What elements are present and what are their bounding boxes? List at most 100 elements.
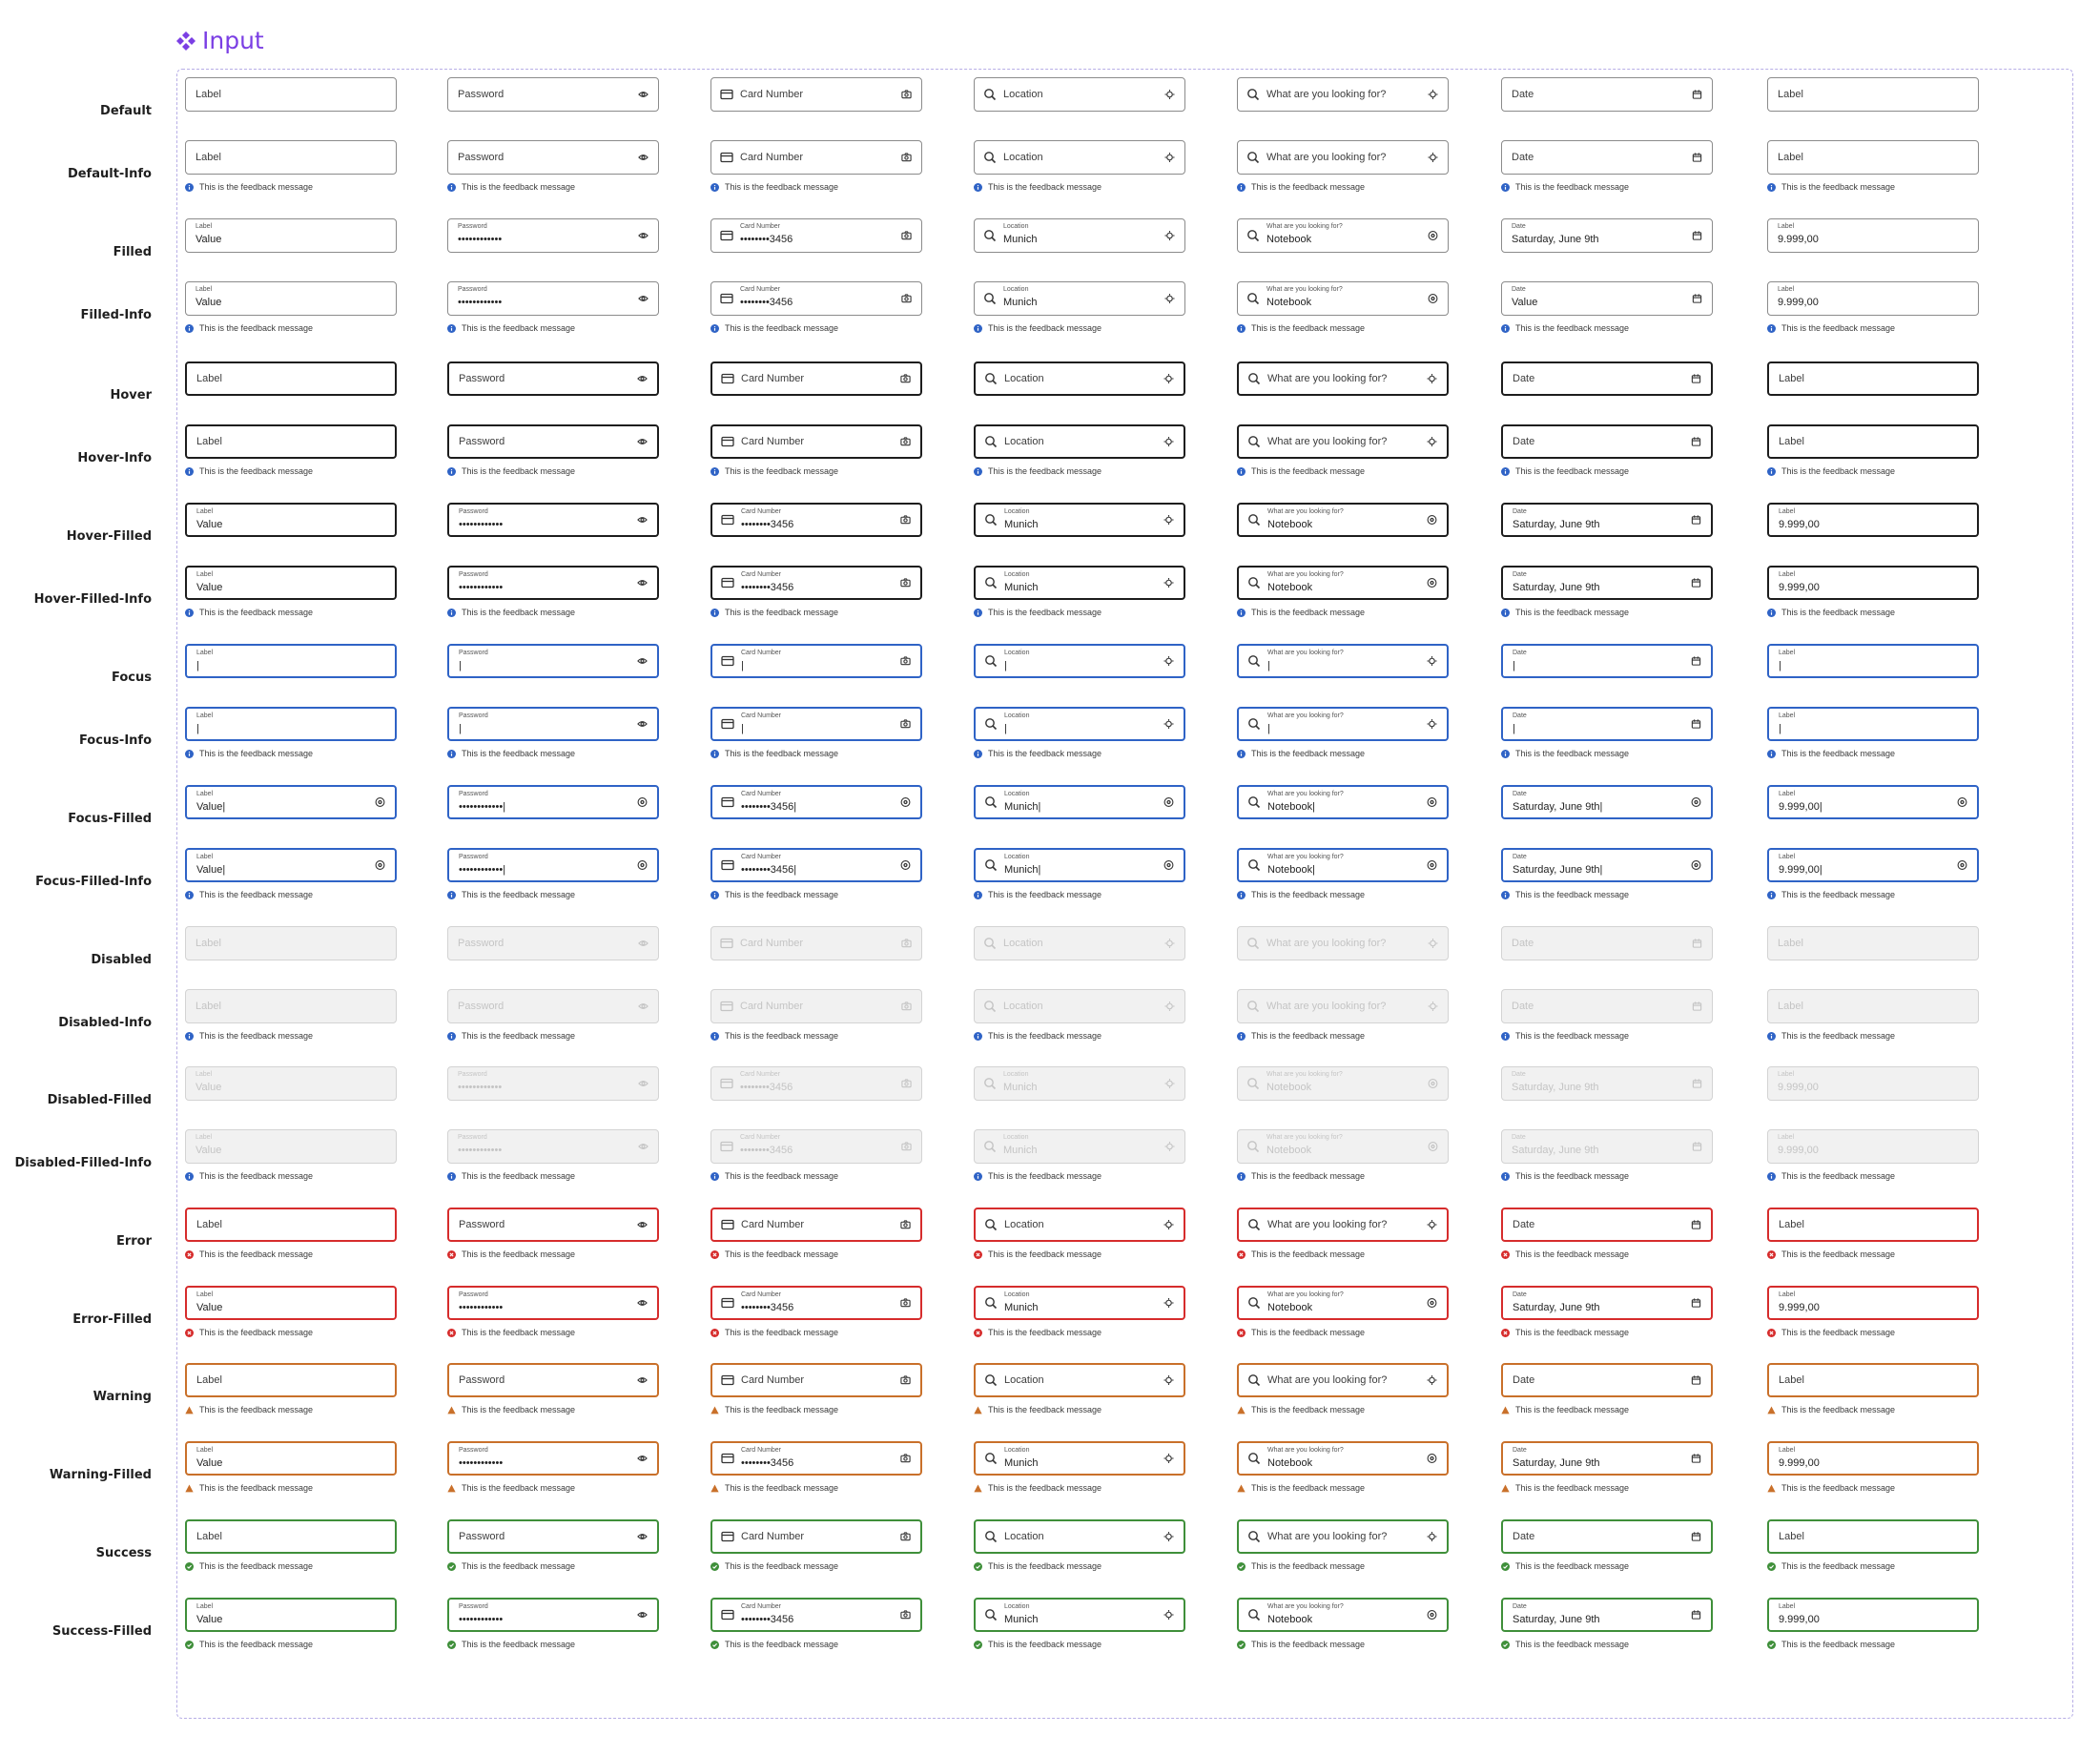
search-input-field[interactable]: What are you looking for? bbox=[1237, 361, 1449, 396]
location-input-field[interactable]: Location| bbox=[974, 707, 1185, 741]
password-input-field[interactable]: Password•••••••••••• bbox=[447, 218, 659, 253]
search-input-field[interactable]: What are you looking for?Notebook| bbox=[1237, 848, 1449, 882]
date-input-field[interactable]: Date bbox=[1501, 1519, 1713, 1554]
search-input-field[interactable]: What are you looking for?Notebook bbox=[1237, 1441, 1449, 1476]
calendar-icon[interactable] bbox=[1691, 374, 1701, 384]
clear-icon[interactable] bbox=[375, 860, 385, 871]
text-input-field[interactable]: Label bbox=[185, 140, 397, 175]
calendar-icon[interactable] bbox=[1691, 1220, 1701, 1230]
eye-icon[interactable] bbox=[637, 1454, 648, 1464]
locate-icon[interactable] bbox=[1427, 718, 1437, 730]
locate-icon[interactable] bbox=[1163, 1609, 1174, 1621]
location-input-field[interactable]: Location bbox=[974, 1208, 1185, 1242]
camera-icon[interactable] bbox=[901, 231, 912, 241]
card-input-field[interactable]: Card Number bbox=[710, 140, 922, 175]
locate-icon[interactable] bbox=[1163, 718, 1174, 730]
password-input-field[interactable]: Password bbox=[447, 77, 659, 112]
password-input-field[interactable]: Password| bbox=[447, 644, 659, 678]
locate-icon[interactable] bbox=[1427, 655, 1437, 667]
camera-icon[interactable] bbox=[900, 1220, 911, 1230]
password-input-field[interactable]: Password•••••••••••• bbox=[447, 1441, 659, 1476]
locate-icon[interactable] bbox=[1163, 1297, 1174, 1309]
clear-icon[interactable] bbox=[1427, 1298, 1437, 1309]
date-input-field[interactable]: Date bbox=[1501, 424, 1713, 459]
search-input-field[interactable]: What are you looking for? bbox=[1237, 1519, 1449, 1554]
text-input-field[interactable]: Label| bbox=[185, 644, 397, 678]
clear-icon[interactable] bbox=[1428, 294, 1438, 304]
calendar-icon[interactable] bbox=[1692, 231, 1702, 241]
camera-icon[interactable] bbox=[900, 1532, 911, 1542]
calendar-icon[interactable] bbox=[1692, 294, 1702, 304]
calendar-icon[interactable] bbox=[1691, 437, 1701, 447]
calendar-icon[interactable] bbox=[1691, 1454, 1701, 1464]
camera-icon[interactable] bbox=[900, 1298, 911, 1309]
number-input-field[interactable]: Label bbox=[1767, 361, 1979, 396]
camera-icon[interactable] bbox=[900, 1454, 911, 1464]
camera-icon[interactable] bbox=[901, 153, 912, 163]
locate-icon[interactable] bbox=[1163, 577, 1174, 588]
date-input-field[interactable]: Date bbox=[1501, 1208, 1713, 1242]
clear-icon[interactable] bbox=[637, 797, 648, 808]
password-input-field[interactable]: Password•••••••••••• bbox=[447, 566, 659, 600]
number-input-field[interactable]: Label| bbox=[1767, 707, 1979, 741]
card-input-field[interactable]: Card Number••••••••3456 bbox=[710, 1441, 922, 1476]
clear-icon[interactable] bbox=[900, 860, 911, 871]
text-input-field[interactable]: Label bbox=[185, 1363, 397, 1397]
location-input-field[interactable]: Location bbox=[974, 140, 1185, 175]
eye-icon[interactable] bbox=[638, 153, 649, 163]
text-input-field[interactable]: Label bbox=[185, 361, 397, 396]
locate-icon[interactable] bbox=[1164, 152, 1175, 163]
eye-icon[interactable] bbox=[638, 231, 649, 241]
password-input-field[interactable]: Password| bbox=[447, 707, 659, 741]
calendar-icon[interactable] bbox=[1692, 90, 1702, 100]
camera-icon[interactable] bbox=[900, 1610, 911, 1621]
number-input-field[interactable]: Label bbox=[1767, 1208, 1979, 1242]
locate-icon[interactable] bbox=[1427, 436, 1437, 447]
eye-icon[interactable] bbox=[637, 1532, 648, 1542]
calendar-icon[interactable] bbox=[1691, 1375, 1701, 1386]
camera-icon[interactable] bbox=[900, 437, 911, 447]
password-input-field[interactable]: Password bbox=[447, 1208, 659, 1242]
camera-icon[interactable] bbox=[901, 294, 912, 304]
search-input-field[interactable]: What are you looking for? bbox=[1237, 1208, 1449, 1242]
calendar-icon[interactable] bbox=[1691, 656, 1701, 667]
card-input-field[interactable]: Card Number bbox=[710, 1363, 922, 1397]
number-input-field[interactable]: Label| bbox=[1767, 644, 1979, 678]
calendar-icon[interactable] bbox=[1692, 153, 1702, 163]
eye-icon[interactable] bbox=[637, 719, 648, 730]
card-input-field[interactable]: Card Number| bbox=[710, 644, 922, 678]
password-input-field[interactable]: Password•••••••••••• bbox=[447, 1286, 659, 1320]
card-input-field[interactable]: Card Number••••••••3456 bbox=[710, 281, 922, 316]
calendar-icon[interactable] bbox=[1691, 1298, 1701, 1309]
locate-icon[interactable] bbox=[1163, 1219, 1174, 1230]
clear-icon[interactable] bbox=[375, 797, 385, 808]
search-input-field[interactable]: What are you looking for?| bbox=[1237, 707, 1449, 741]
date-input-field[interactable]: Date bbox=[1501, 361, 1713, 396]
locate-icon[interactable] bbox=[1163, 373, 1174, 384]
card-input-field[interactable]: Card Number bbox=[710, 1208, 922, 1242]
password-input-field[interactable]: Password•••••••••••• bbox=[447, 503, 659, 537]
text-input-field[interactable]: Label bbox=[185, 77, 397, 112]
location-input-field[interactable]: Location bbox=[974, 1363, 1185, 1397]
password-input-field[interactable]: Password••••••••••••| bbox=[447, 848, 659, 882]
number-input-field[interactable]: Label bbox=[1767, 1363, 1979, 1397]
locate-icon[interactable] bbox=[1163, 514, 1174, 526]
number-input-field[interactable]: Label bbox=[1767, 77, 1979, 112]
